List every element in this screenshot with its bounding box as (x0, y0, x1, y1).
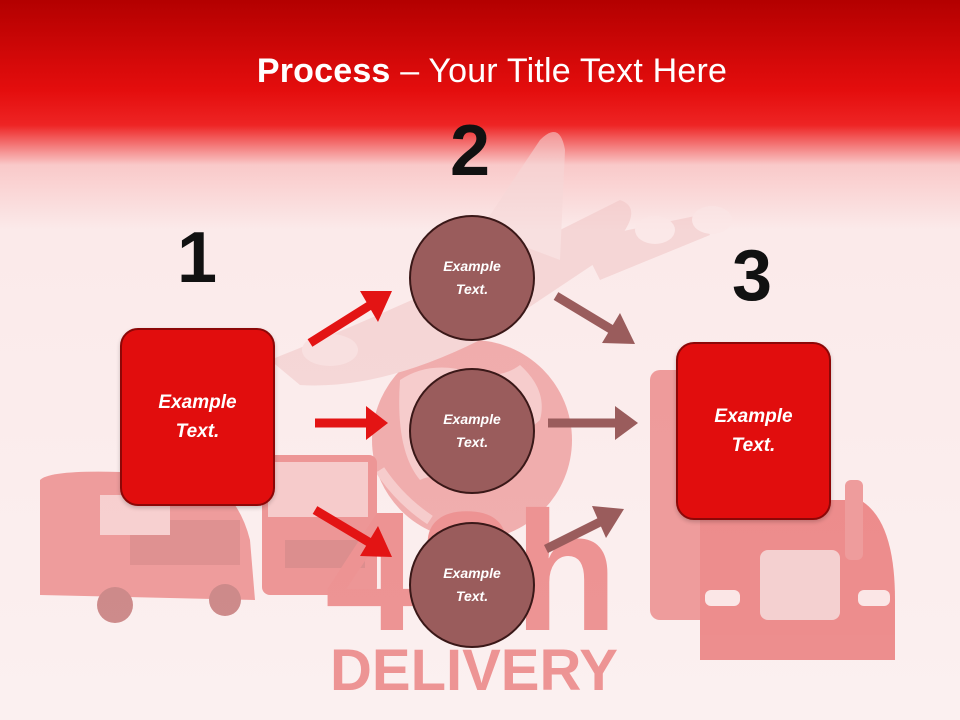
airplane-icon (270, 132, 732, 386)
arrow-top-to-right (553, 292, 635, 344)
step-number-2: 2 (450, 111, 491, 191)
step-box-left-text: Example Text. (158, 392, 237, 442)
arrow-left-to-middle (315, 406, 388, 440)
circle-bottom-text: Example Text. (443, 565, 501, 604)
step-number-1: 1 (177, 218, 218, 298)
circle-bottom[interactable]: Example Text. (409, 522, 535, 648)
circle-middle[interactable]: Example Text. (409, 368, 535, 494)
circle-middle-text: Example Text. (443, 411, 501, 450)
arrow-left-to-top (307, 291, 392, 347)
delivery-background-text: DELIVERY (330, 638, 618, 703)
circle-top-text: Example Text. (443, 258, 501, 297)
arrow-left-to-bottom (312, 506, 392, 557)
step-box-left[interactable]: Example Text. (120, 328, 275, 506)
slide-title: Process – Your Title Text Here (0, 52, 960, 91)
circle-top[interactable]: Example Text. (409, 215, 535, 341)
arrow-middle-to-right (548, 406, 638, 440)
step-box-right-text: Example Text. (714, 406, 793, 456)
step-number-3: 3 (732, 236, 773, 316)
step-box-right[interactable]: Example Text. (676, 342, 831, 520)
slide-title-bold: Process (256, 52, 391, 90)
slide-title-rest: – Your Title Text Here (390, 52, 728, 90)
arrow-bottom-to-right (543, 506, 624, 554)
